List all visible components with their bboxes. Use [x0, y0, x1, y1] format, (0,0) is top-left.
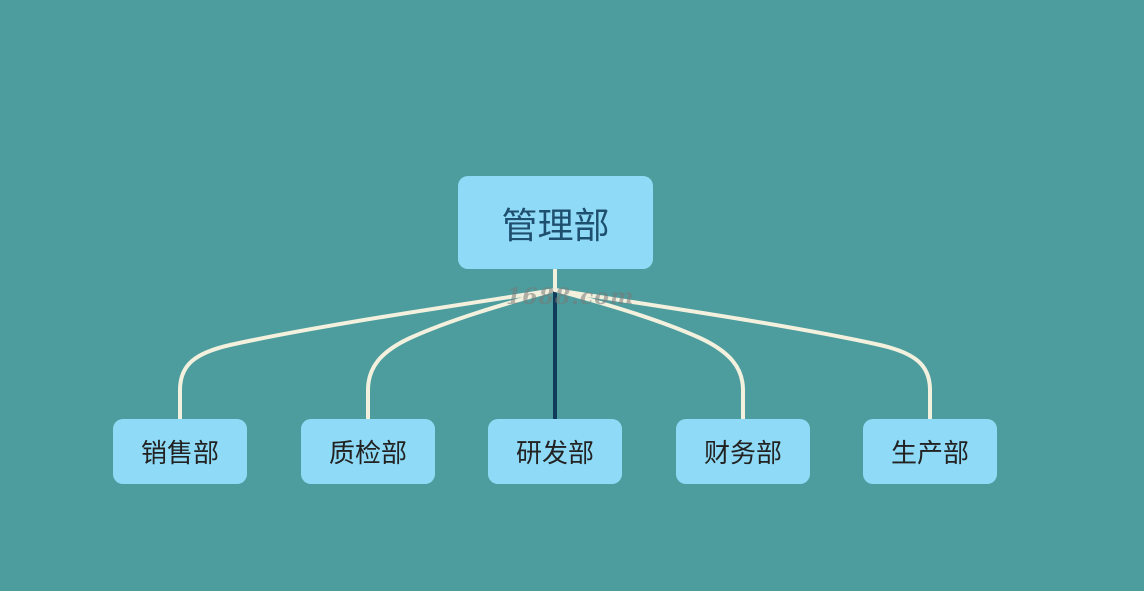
node-label: 质检部 — [328, 439, 407, 469]
node-quality-inspection[interactable]: 质检部 — [301, 419, 435, 484]
node-label: 财务部 — [703, 439, 782, 469]
connector-finance — [553, 288, 745, 421]
node-sales[interactable]: 销售部 — [113, 419, 247, 484]
connector-production — [553, 288, 932, 421]
node-management[interactable]: 管理部 — [458, 176, 653, 269]
node-finance[interactable]: 财务部 — [676, 419, 810, 484]
connector-qc — [366, 288, 557, 421]
node-label: 管理部 — [501, 205, 610, 247]
node-label: 研发部 — [515, 439, 594, 469]
node-label: 销售部 — [140, 439, 219, 469]
node-label: 生产部 — [890, 439, 969, 469]
connector-sales — [178, 288, 557, 421]
node-rnd[interactable]: 研发部 — [488, 419, 622, 484]
node-production[interactable]: 生产部 — [863, 419, 997, 484]
